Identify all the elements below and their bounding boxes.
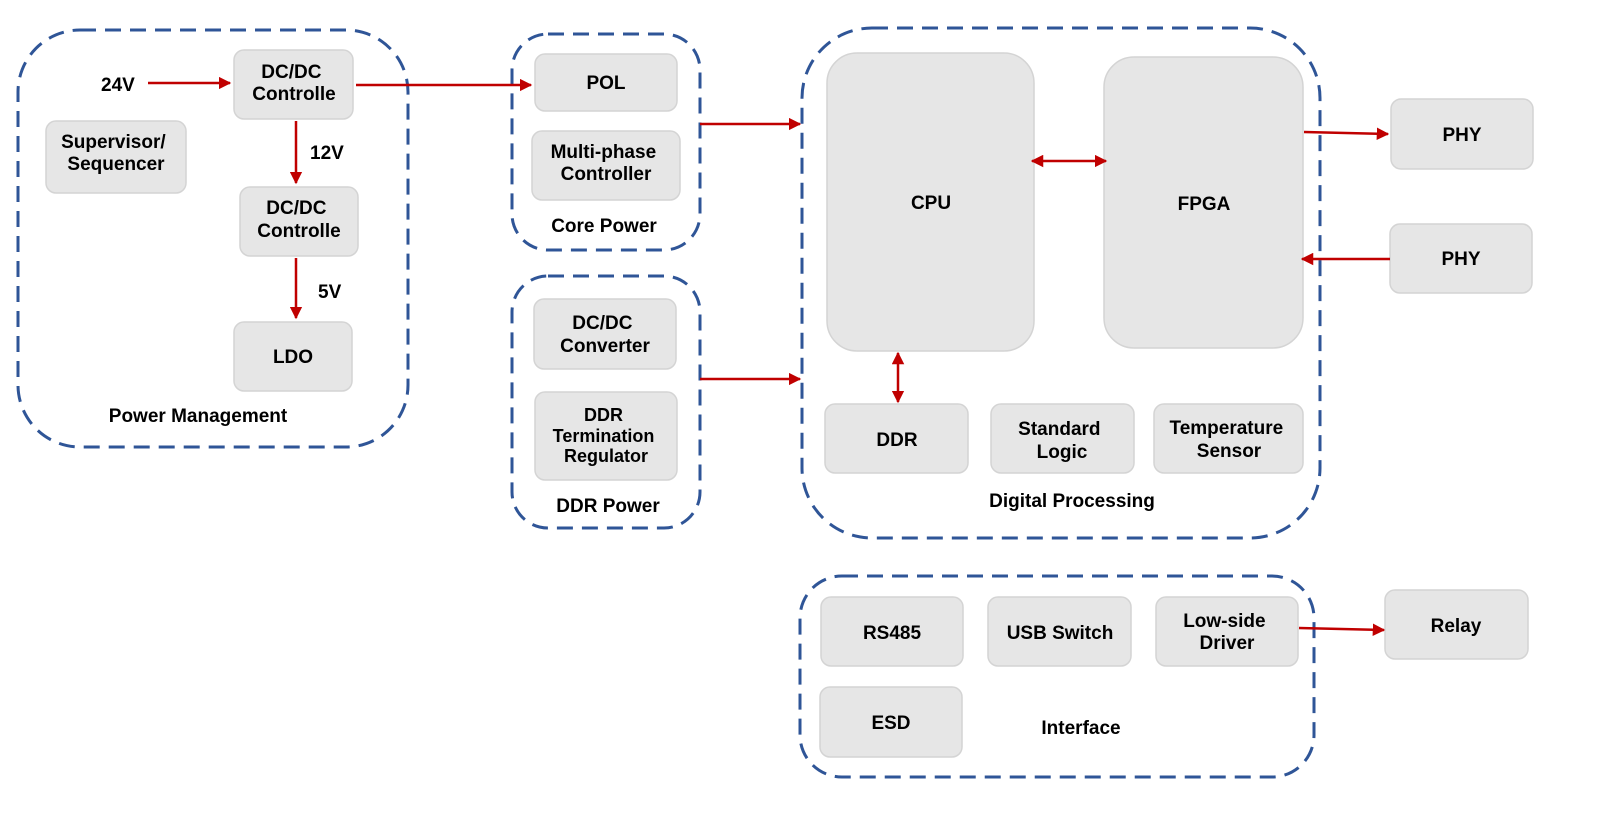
digital-processing-label: Digital Processing [989,491,1155,512]
block-relay: Relay [1384,589,1529,660]
block-multiphase-controller: Multi-phase Controller [531,130,681,201]
arrow-lowside-driver-to-relay [1298,623,1386,636]
block-fpga: FPGA [1103,56,1304,349]
fpga-label: FPGA [1178,194,1231,215]
digital-processing-frame [800,26,1322,540]
interface-frame [798,574,1316,779]
phy-out-label: PHY [1442,125,1481,146]
power-management-frame [16,28,410,449]
block-ldo: LDO [233,321,353,392]
pol-label: POL [586,73,625,94]
relay-label: Relay [1431,616,1482,637]
esd-label: ESD [871,713,910,734]
interface-label: Interface [1041,718,1120,739]
standard-logic-label: Standard Logic [1018,419,1106,463]
dcdc-converter-label: DC/DC Converter [560,313,650,357]
voltage-label-12v: 12V [310,143,344,164]
supervisor-sequencer-label: Supervisor/ Sequencer [61,132,171,175]
usb-switch-label: USB Switch [1007,623,1114,644]
ddr-power-frame [510,274,702,530]
block-rs485: RS485 [820,596,964,667]
dcdc-controller-24v-label: DC/DC Controlle [252,62,335,105]
block-ddr: DDR [824,403,969,474]
block-ddr-termination-regulator: DDR Termination Regulator [534,391,678,481]
block-cpu: CPU [826,52,1035,352]
block-temperature-sensor: Temperature Sensor [1153,403,1304,474]
cpu-label: CPU [911,193,951,214]
block-phy-in: PHY [1389,223,1533,294]
ddr-power-label: DDR Power [556,496,660,517]
core-power-label: Core Power [551,216,657,237]
voltage-label-24v: 24V [101,75,135,96]
block-standard-logic: Standard Logic [990,403,1135,474]
block-phy-out: PHY [1390,98,1534,170]
lowside-driver-label: Low-side Driver [1183,611,1271,654]
ddr-termination-regulator-label: DDR Termination Regulator [553,405,660,466]
block-lowside-driver: Low-side Driver [1155,596,1299,667]
phy-in-label: PHY [1441,249,1480,270]
arrow-fpga-to-phy [1303,127,1390,140]
group-core-power: Core Power [510,32,702,252]
ddr-label: DDR [876,430,917,451]
temperature-sensor-label: Temperature Sensor [1170,418,1289,462]
block-dcdc-converter: DC/DC Converter [533,298,677,370]
group-interface: Interface [798,574,1316,779]
group-power-management: Power Management [16,28,410,449]
block-supervisor-sequencer: Supervisor/ Sequencer [45,120,187,194]
rs485-label: RS485 [863,623,922,644]
voltage-label-5v: 5V [318,282,342,303]
multiphase-controller-label: Multi-phase Controller [551,142,662,185]
block-dcdc-controller-24v: DC/DC Controlle [233,49,354,120]
block-dcdc-controller-12v: DC/DC Controlle [239,186,359,257]
group-ddr-power: DDR Power [510,274,702,530]
block-esd: ESD [819,686,963,758]
power-management-label: Power Management [109,406,288,427]
ldo-label: LDO [273,347,313,368]
block-pol: POL [534,53,678,112]
block-usb-switch: USB Switch [987,596,1132,667]
dcdc-controller-12v-label: DC/DC Controlle [257,198,340,242]
group-digital-processing: Digital Processing [800,26,1322,540]
core-power-frame [510,32,702,252]
